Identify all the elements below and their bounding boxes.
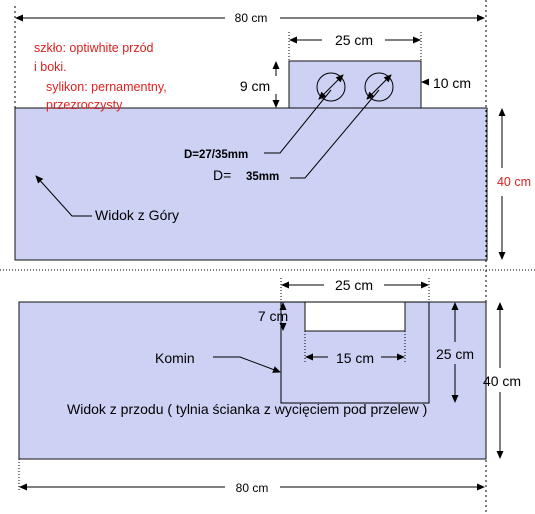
chimney-label: Komin	[155, 350, 195, 366]
top-view-hole-left	[316, 72, 346, 102]
top-view-tank-body	[14, 107, 488, 261]
diameter-label-1: D=27/35mm	[184, 149, 248, 161]
glass-note-line2: i boki.	[34, 60, 67, 74]
chimney-label-leader	[213, 356, 281, 373]
leader-line-diameter-1	[264, 89, 332, 154]
box-width-label: 25 cm	[335, 32, 373, 48]
front-view-caption: Widok z przodu ( tylnia ścianka z wycięc…	[67, 401, 427, 417]
top-width-label: 80 cm	[235, 11, 268, 25]
height-label: 40 cm	[483, 373, 521, 389]
top-view-hole-right	[364, 72, 394, 102]
box-depth-label: 9 cm	[240, 78, 270, 94]
top-view-caption-leader	[35, 175, 92, 217]
glass-note-line1: szkło: optiwhite przód	[34, 41, 154, 55]
leader-line-diameter-2	[290, 89, 380, 179]
hole-right-diameter-line	[366, 74, 392, 100]
hole-left-diameter-line	[318, 74, 344, 100]
notch-depth-label: 7 cm	[258, 308, 288, 324]
chimney-height-label: 25 cm	[436, 346, 474, 362]
top-view-caption: Widok z Góry	[95, 207, 179, 223]
top-view-overflow-box	[288, 60, 422, 109]
box-side-label: 10 cm	[433, 75, 471, 91]
front-view-back-wall	[18, 301, 487, 460]
front-view-chimney	[280, 301, 430, 404]
silicone-note-line2: przezroczysty	[46, 98, 123, 112]
notch-width-label: 15 cm	[336, 350, 374, 366]
diameter-label-2: 35mm	[246, 171, 279, 183]
diameter-label-2-prefix: D=	[213, 167, 231, 183]
silicone-note-line1: sylikon: pernamentny,	[46, 80, 167, 94]
cutout-width-label: 25 cm	[335, 277, 373, 293]
front-width-label: 80 cm	[236, 481, 269, 495]
top-depth-label: 40 cm	[497, 175, 531, 189]
